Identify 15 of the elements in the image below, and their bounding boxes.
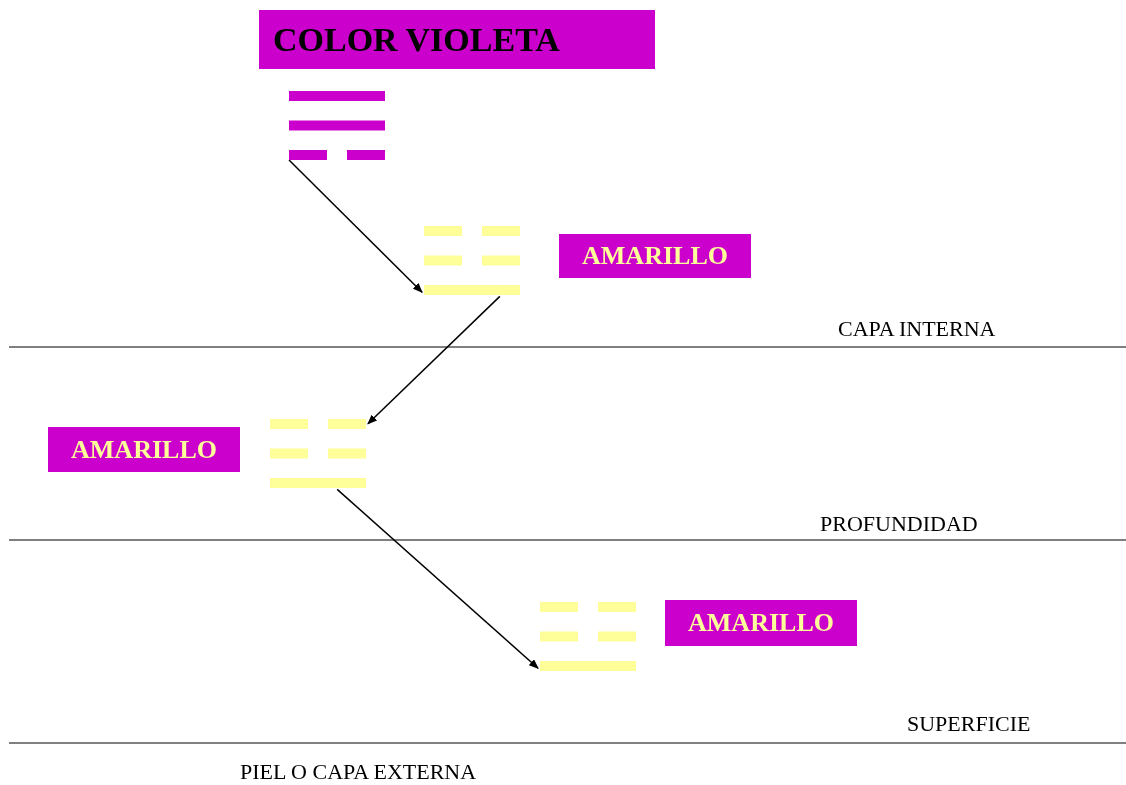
trigram-symbol	[424, 226, 520, 295]
layer-label: CAPA INTERNA	[838, 316, 996, 342]
arrow	[288, 159, 423, 293]
title-box: COLOR VIOLETA	[259, 10, 655, 69]
color-label: AMARILLO	[559, 234, 751, 278]
arrow	[336, 488, 539, 669]
trigram-symbol	[270, 419, 366, 488]
layer-label: SUPERFICIE	[907, 711, 1031, 737]
layer-label: PIEL O CAPA EXTERNA	[240, 759, 477, 785]
color-label: AMARILLO	[665, 600, 857, 646]
layer-label: PROFUNDIDAD	[820, 511, 978, 537]
trigram-symbol	[289, 91, 385, 160]
trigram-symbol	[540, 602, 636, 671]
arrow	[367, 295, 501, 425]
color-label: AMARILLO	[48, 427, 240, 472]
